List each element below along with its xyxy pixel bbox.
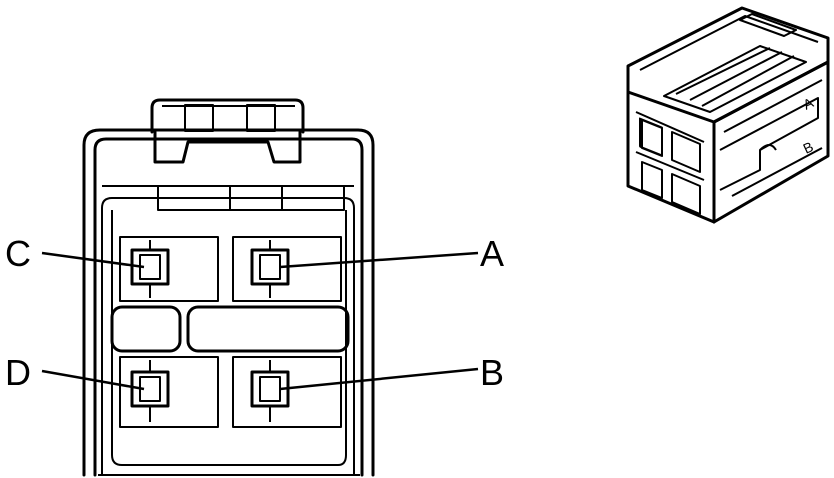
iso-marking-a: A	[801, 94, 817, 113]
connector-isometric-view: A B	[626, 6, 830, 224]
cavity-b	[232, 356, 342, 428]
pin-label-d: D	[5, 352, 31, 393]
iso-marking-b: B	[801, 138, 816, 156]
cavity-a	[232, 236, 342, 302]
key-slots	[110, 305, 350, 353]
leader-line-c	[41, 251, 145, 269]
housing-outline	[82, 128, 375, 477]
cavity-c	[119, 236, 219, 302]
pin-label-c: C	[5, 233, 31, 274]
pin-label-a: A	[480, 233, 504, 274]
leader-line-d	[41, 369, 145, 391]
leader-line-a	[279, 251, 479, 269]
connector-face-view: C A D B	[5, 98, 504, 477]
pin-label-b: B	[480, 352, 504, 393]
cavity-d	[119, 356, 219, 428]
leader-line-b	[279, 367, 479, 391]
